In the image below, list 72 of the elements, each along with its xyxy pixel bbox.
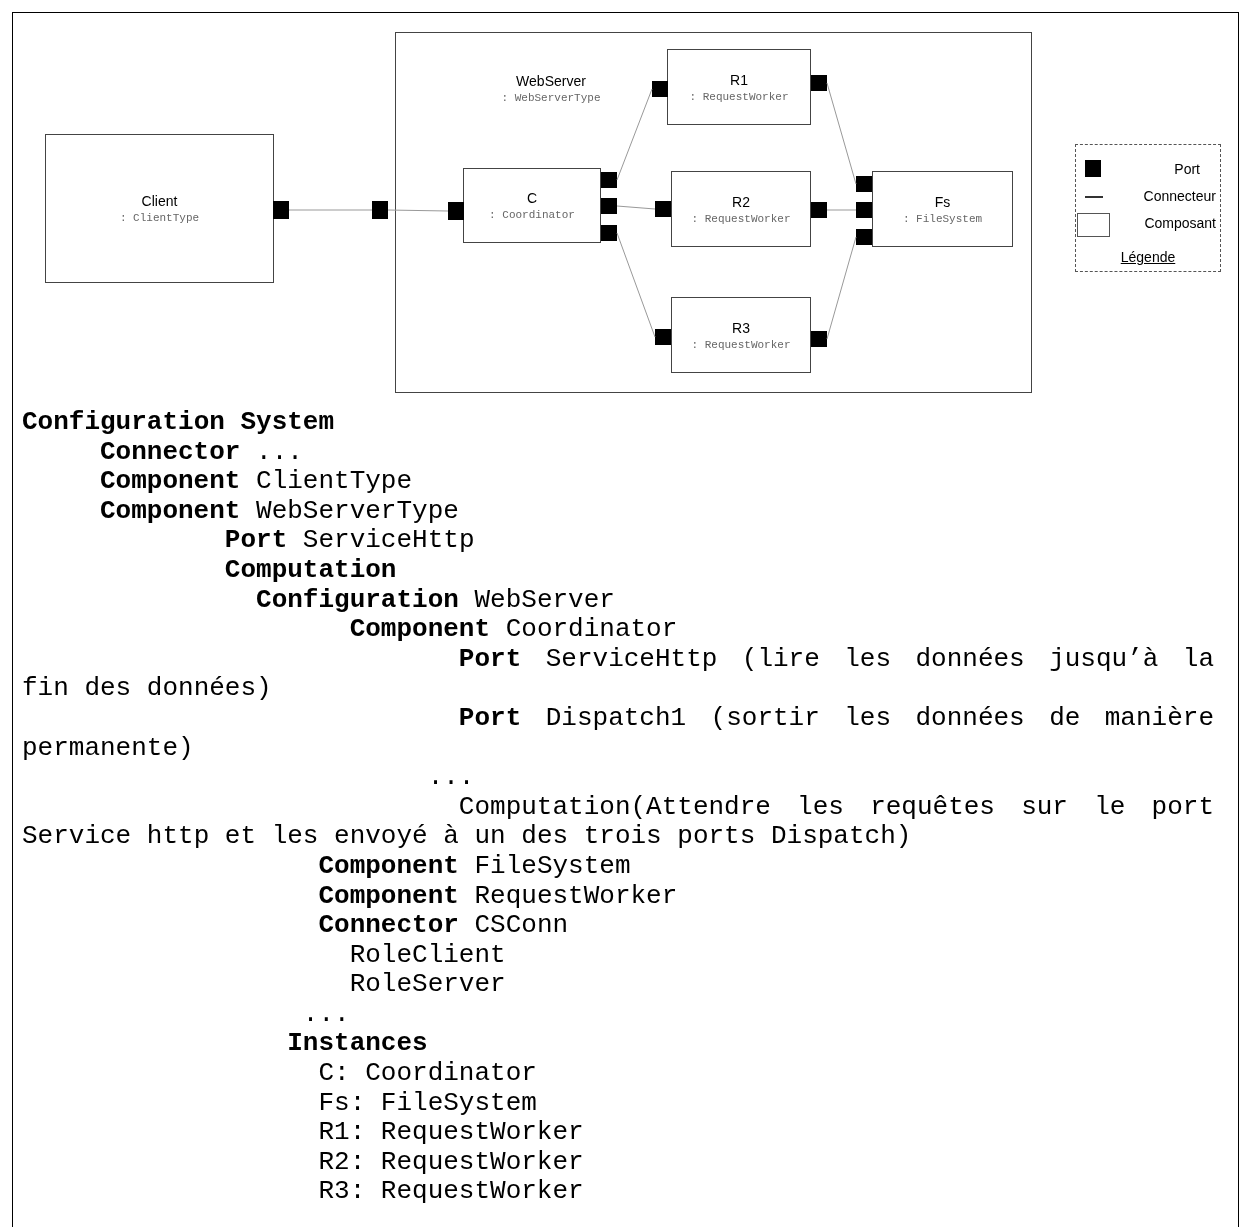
- port-square: [601, 225, 617, 241]
- connector-line: [616, 232, 656, 338]
- code-line: Component FileSystem: [317, 851, 632, 882]
- port-square: [273, 201, 289, 219]
- component-box: [671, 171, 811, 247]
- port-square: [856, 202, 872, 218]
- legend-label: Composant: [1144, 215, 1216, 231]
- connector-line: [826, 209, 857, 211]
- component-type: : WebServerType: [501, 92, 601, 104]
- component-type: : FileSystem: [902, 212, 983, 225]
- code-line: Computation(Attendre les requêtes sur le port Service http et les envoyé à un des trois ports Dispatch): [22, 792, 1214, 852]
- component-name: R2: [732, 193, 750, 210]
- code-line: Computation: [223, 555, 398, 586]
- code-line: R1: RequestWorker: [317, 1118, 585, 1148]
- component-name: Client: [141, 193, 178, 209]
- connector-line: [288, 209, 373, 211]
- component-name: R3: [732, 319, 750, 336]
- component-box: [671, 297, 811, 373]
- component-box: [45, 134, 274, 283]
- code-line: ...: [426, 763, 476, 793]
- port-square: [811, 202, 827, 218]
- connector-line: [616, 88, 653, 181]
- component-type: : RequestWorker: [691, 338, 791, 351]
- component-type: : RequestWorker: [691, 212, 791, 225]
- component-name: WebServer: [516, 73, 586, 89]
- legend-label: Port: [1174, 161, 1200, 177]
- code-line: Component RequestWorker: [317, 881, 679, 912]
- component-name: Fs: [934, 193, 951, 210]
- code-line: Configuration System: [22, 408, 336, 438]
- code-line: R2: RequestWorker: [317, 1147, 585, 1178]
- code-line: Configuration WebServer: [255, 585, 616, 616]
- code-line: ...: [301, 999, 351, 1030]
- port-square: [811, 75, 827, 91]
- legend-label: Connecteur: [1143, 188, 1216, 204]
- legend-title: Légende: [1119, 249, 1177, 265]
- port-square: [448, 202, 464, 220]
- port-square: [856, 176, 872, 192]
- component-name: C: [526, 190, 538, 206]
- connector-line: [616, 205, 656, 210]
- component-name: R1: [730, 71, 748, 88]
- code-line: Fs: FileSystem: [317, 1088, 538, 1119]
- connector-line: [826, 236, 857, 340]
- code-line: C: Coordinator: [317, 1059, 538, 1089]
- port-square: [856, 229, 872, 245]
- code-line: R3: RequestWorker: [317, 1177, 585, 1208]
- code-line: RoleClient: [348, 940, 507, 971]
- code-line: Port Dispatch1 (sortir les données de manière permanente): [22, 703, 1214, 764]
- code-line: RoleServer: [348, 970, 507, 1000]
- code-line: Component ClientType: [99, 467, 414, 497]
- component-box: [667, 49, 811, 125]
- code-line: Connector CSConn: [317, 911, 570, 941]
- container-box: [395, 32, 1032, 393]
- code-line: Port ServiceHttp (lire les données jusqu’à la fin des données): [22, 644, 1214, 704]
- component-type: : Coordinator: [489, 209, 575, 221]
- port-square: [601, 172, 617, 188]
- port-square: [652, 81, 668, 97]
- code-line: Connector ...: [99, 437, 304, 468]
- component-type: : ClientType: [119, 212, 200, 224]
- port-square: [601, 198, 617, 214]
- component-type: : RequestWorker: [689, 90, 789, 103]
- port-square: [655, 201, 671, 217]
- code-line: Component Coordinator: [348, 615, 679, 645]
- component-box: [463, 168, 601, 243]
- code-line: Instances: [286, 1029, 429, 1060]
- connector-line: [826, 82, 857, 185]
- port-square: [655, 329, 671, 345]
- code-line: Component WebServerType: [99, 496, 460, 527]
- component-box: [872, 171, 1013, 247]
- port-square: [811, 331, 827, 347]
- port-square: [372, 201, 388, 219]
- connector-line: [387, 209, 449, 212]
- code-line: Port ServiceHttp: [223, 526, 476, 556]
